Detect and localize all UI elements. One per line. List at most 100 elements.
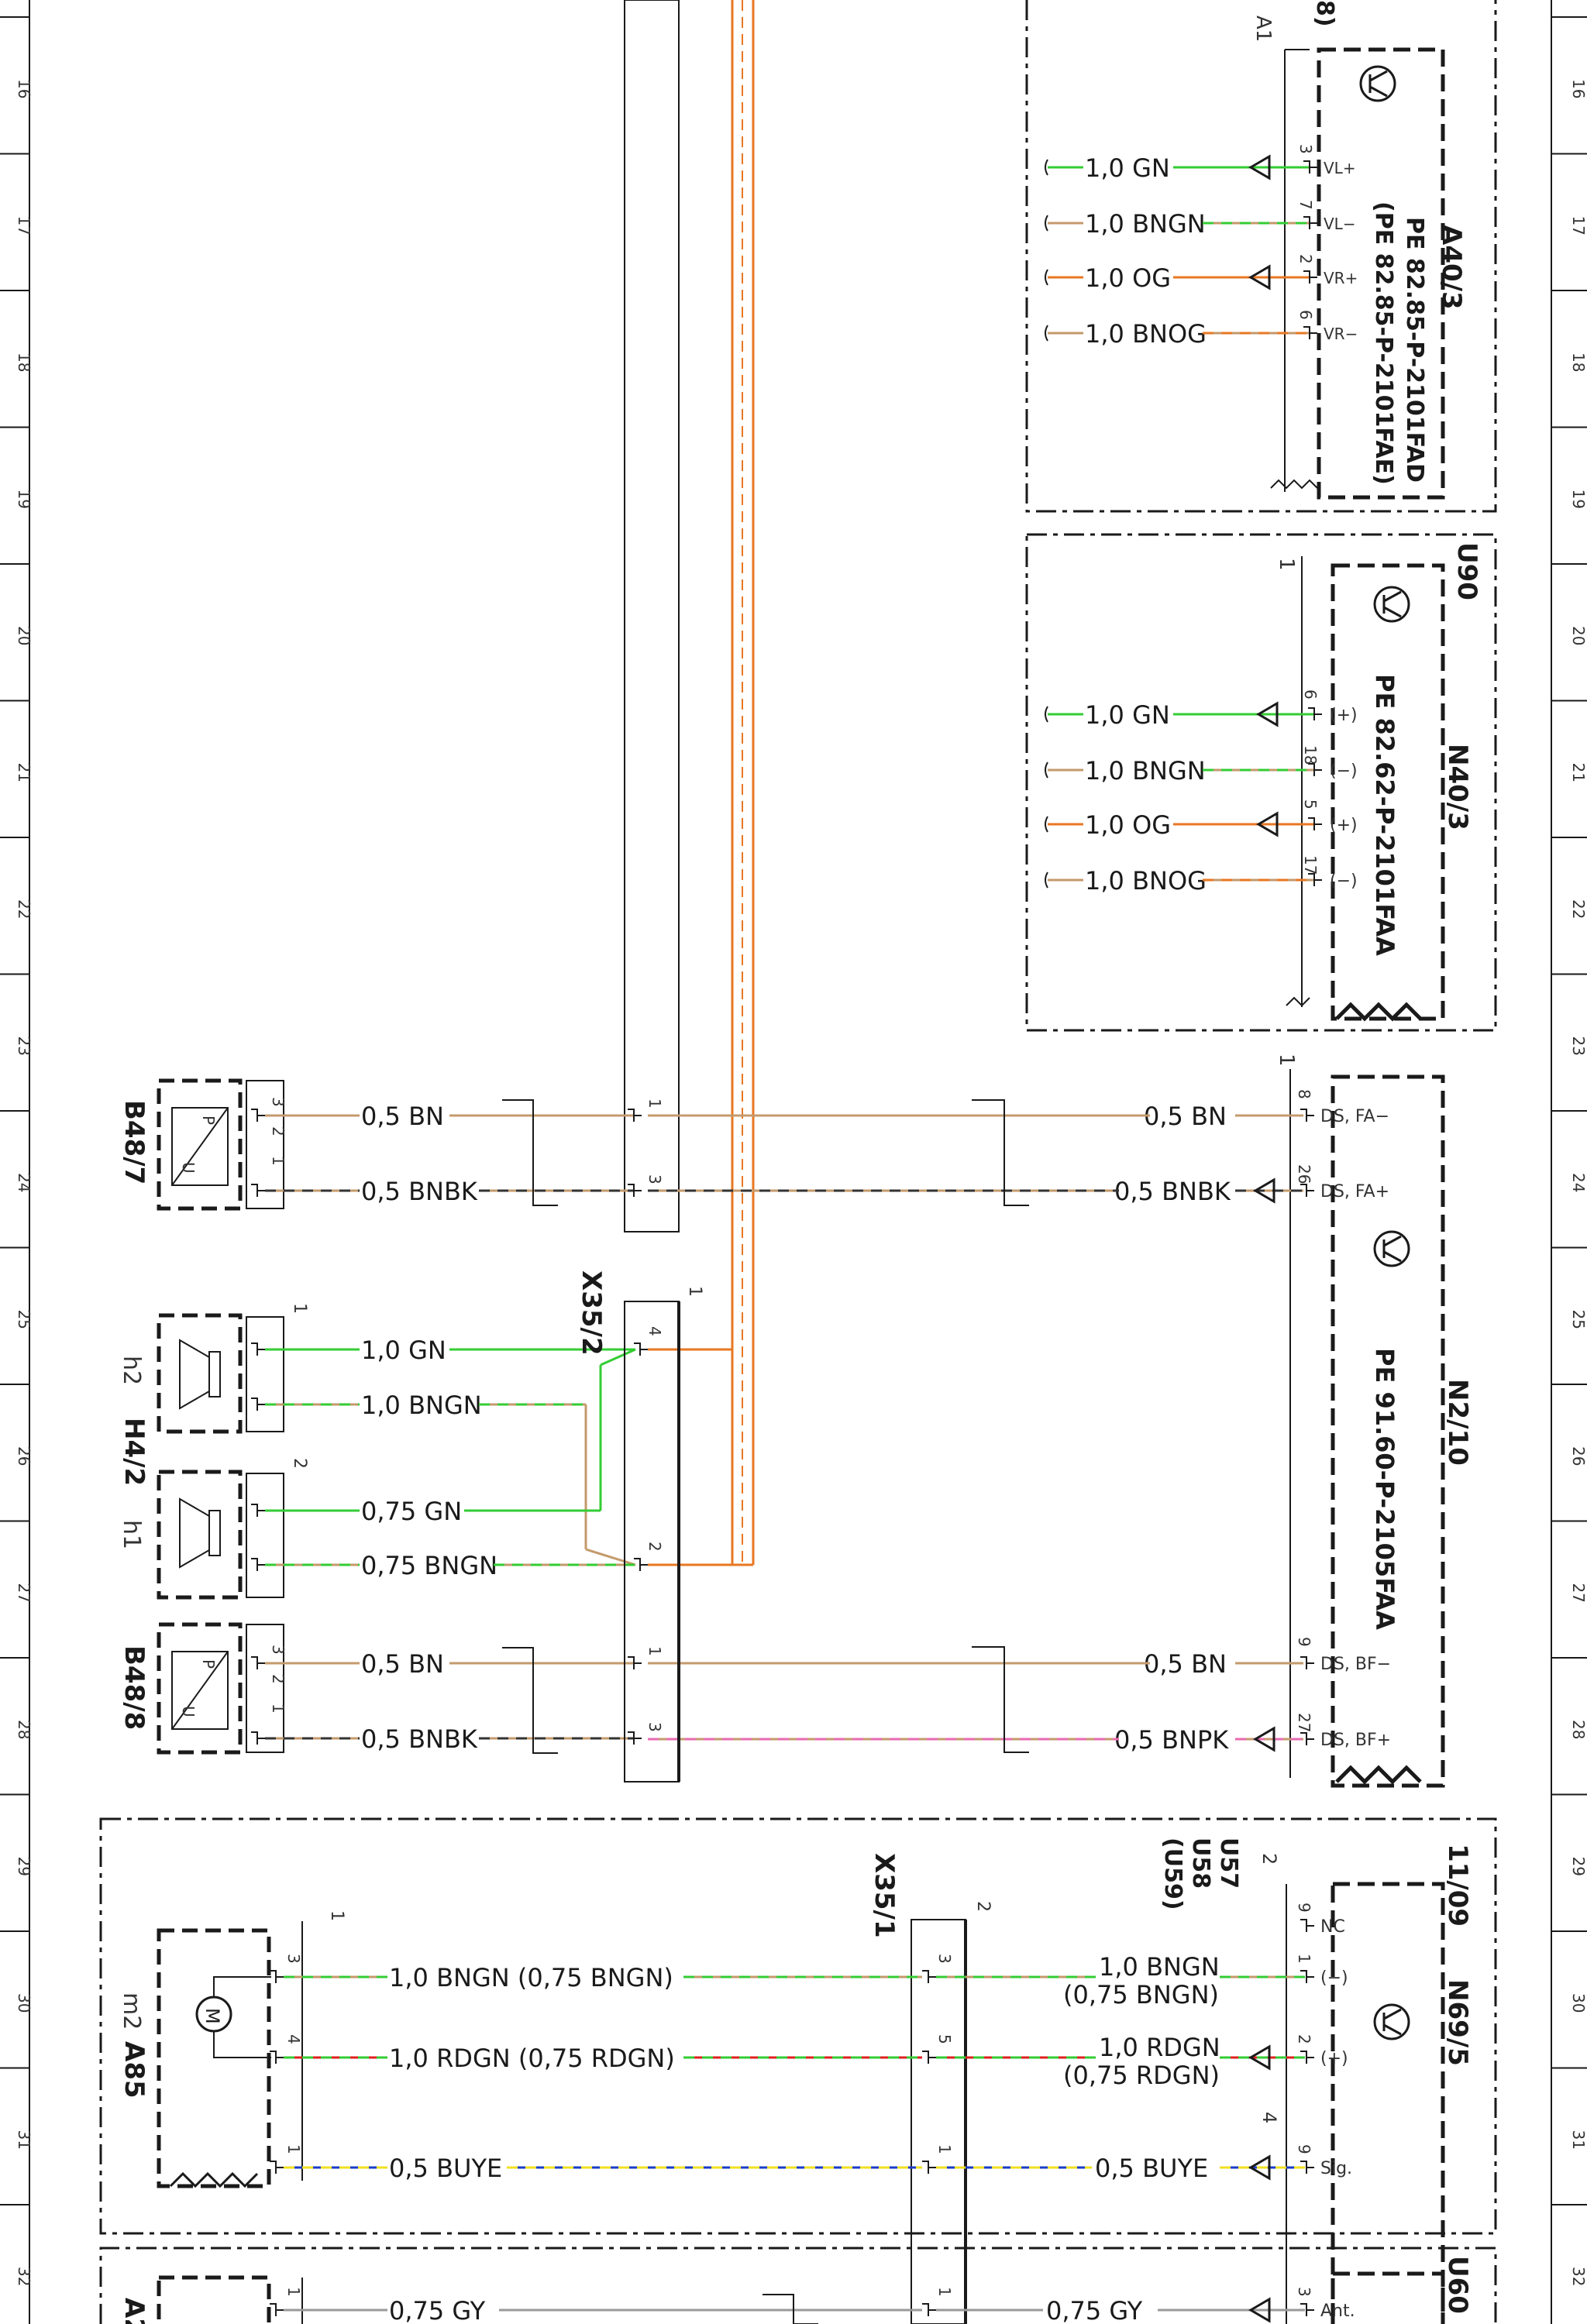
ruler-label-left: 18	[15, 352, 33, 372]
shield-break	[502, 1647, 558, 1754]
pin-label: VL−	[1324, 215, 1356, 233]
ruler-label-right: 19	[1569, 490, 1587, 509]
pin-contact	[251, 1558, 265, 1571]
wire-label: 0,5 BNPK	[1114, 1725, 1229, 1755]
b48-7-label: B48/7	[119, 1100, 150, 1184]
ruler-label-right: 30	[1569, 1993, 1587, 2013]
harness-bundle	[624, 0, 755, 1565]
speaker-icon	[179, 1339, 221, 1410]
ruler-label-right: 27	[1569, 1583, 1587, 1603]
wire-label: 0,5 BUYE	[1095, 2154, 1208, 2183]
pin-label: DS, FA−	[1320, 1107, 1389, 1126]
pin-number: 8	[1295, 1089, 1313, 1099]
pin-label: VR−	[1324, 325, 1358, 343]
ruler-label-left: 32	[15, 2267, 33, 2286]
pin-label: Sig.	[1320, 2159, 1352, 2178]
pin-contact	[270, 2051, 284, 2064]
pin-number: 1	[284, 2144, 303, 2154]
pin-number: 3	[645, 1722, 664, 1732]
pin-contact	[1300, 2161, 1314, 2174]
pin-contact	[251, 1504, 265, 1517]
pin-contact	[922, 2303, 936, 2316]
arrow-icon	[1248, 264, 1271, 290]
pin-number: 6	[1301, 689, 1320, 700]
pin-number: 6	[1296, 310, 1315, 320]
svg-text:P: P	[199, 1659, 218, 1669]
wire-label: 1,0 BNGN	[1085, 756, 1206, 786]
wire-label: 0,5 BNBK	[1114, 1177, 1231, 1206]
pin-number: 1	[284, 2287, 303, 2297]
ruler-label-right: 28	[1569, 1720, 1587, 1739]
wire	[600, 1348, 636, 1367]
wire-label: 1,0 OG	[1085, 810, 1171, 840]
pin-label: (+)	[1330, 706, 1358, 725]
pin-contact	[922, 1970, 936, 1983]
wire-label: 0,75 GY	[1046, 2296, 1143, 2324]
pin-number: 5	[935, 2034, 954, 2044]
pin-contact	[1303, 270, 1317, 284]
pin-number: 1	[935, 2287, 954, 2297]
pin-number: 4	[284, 2034, 303, 2044]
pin-number: 3	[284, 1954, 303, 1964]
wire-label: 1,0 BNOG	[1085, 319, 1207, 349]
pin-contact	[251, 1397, 265, 1411]
ruler-label-left: 16	[15, 79, 33, 98]
pin-label: VR+	[1324, 269, 1358, 287]
wire-label: 0,75 GN	[361, 1497, 462, 1526]
ruler-label-right: 20	[1569, 626, 1587, 645]
n40-3-ref: PE 82.62-P-2101FAA	[1370, 674, 1399, 956]
pin-contact	[270, 1970, 284, 1983]
component-b48-7: P U B48/7	[119, 1078, 284, 1211]
pin-label: NC	[1320, 1917, 1345, 1937]
wire-label: 1,0 BNGN	[361, 1391, 482, 1420]
pin-number: 2	[645, 1542, 664, 1552]
pin-contact	[634, 1558, 648, 1571]
pin-label: (−)	[1320, 1968, 1348, 1988]
wire-end-icon	[1045, 816, 1048, 833]
arrow-icon	[1253, 1726, 1275, 1752]
pin-number: 4	[645, 1326, 664, 1336]
ruler-label-left: 23	[15, 1037, 33, 1056]
pin-contact	[628, 1109, 642, 1122]
pin-number: 1	[1295, 1954, 1313, 1964]
pin-contact	[251, 1109, 265, 1122]
pin-contact	[1308, 707, 1322, 720]
ruler-label-left: 31	[15, 2130, 33, 2150]
pin-contact	[1308, 873, 1322, 886]
pin-number: 7	[1296, 200, 1315, 210]
speaker-icon	[179, 1497, 221, 1569]
component-b48-8: P U B48/8	[119, 1622, 284, 1755]
h4-2-n1: 1	[290, 1303, 309, 1314]
component-n2-10: N2/10 PE 91.60-P-2105FAA 1	[1275, 1054, 1473, 1788]
pin-contact	[628, 1184, 642, 1197]
pin-number: 2	[269, 1674, 287, 1684]
pin-contact	[1303, 160, 1317, 174]
ruler-label-left: 30	[15, 1993, 33, 2013]
arrow-icon	[1256, 811, 1279, 837]
wire-label: 1,0 GN	[1085, 700, 1170, 730]
a85-n: 1	[327, 1910, 346, 1921]
pin-label: Ant.	[1320, 2302, 1355, 2321]
pin-contact	[251, 1342, 265, 1356]
pin-number: 18	[1301, 745, 1320, 765]
wire-label: 0,5 BN	[361, 1102, 444, 1131]
wire-label: 1,0 RDGN	[1099, 2033, 1220, 2062]
pin-number: 9	[1295, 2144, 1313, 2154]
arrow-icon	[1248, 2044, 1271, 2071]
shield-break	[502, 1099, 558, 1206]
pin-contact	[1308, 763, 1322, 776]
pin-number: 17	[1301, 855, 1320, 875]
svg-text:U: U	[179, 1162, 198, 1174]
wire-label: 1,0 BNGN (0,75 BNGN)	[389, 1963, 673, 1992]
pin-number: 3	[645, 1174, 664, 1184]
n2-10-label: N2/10	[1442, 1379, 1473, 1466]
pin-contact	[628, 1731, 642, 1745]
h4-2-h2: h2	[118, 1356, 145, 1385]
pin-label: DS, BF−	[1320, 1655, 1391, 1674]
